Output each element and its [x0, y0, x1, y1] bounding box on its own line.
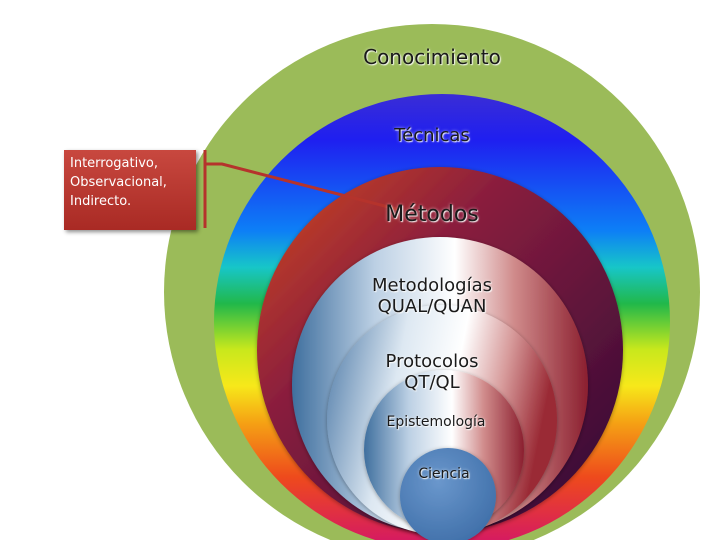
- label-ciencia: Ciencia: [418, 466, 470, 482]
- callout-line: Observacional,: [70, 175, 167, 190]
- callout-connector: [203, 150, 401, 228]
- label-epistemologia: Epistemología: [386, 414, 486, 430]
- label-protocolos: Protocolos QT/QL: [385, 351, 479, 393]
- label-metodos: Métodos: [385, 202, 479, 227]
- callout-box: Interrogativo, Observacional, Indirecto.: [64, 150, 196, 230]
- label-metodologias: Metodologías QUAL/QUAN: [372, 275, 492, 317]
- callout-line: Indirecto.: [70, 194, 132, 209]
- callout-line: Interrogativo,: [70, 156, 159, 171]
- label-conocimiento: Conocimiento: [363, 45, 501, 69]
- layer-ciencia-circle: [400, 448, 496, 540]
- label-tecnicas: Técnicas: [394, 125, 470, 146]
